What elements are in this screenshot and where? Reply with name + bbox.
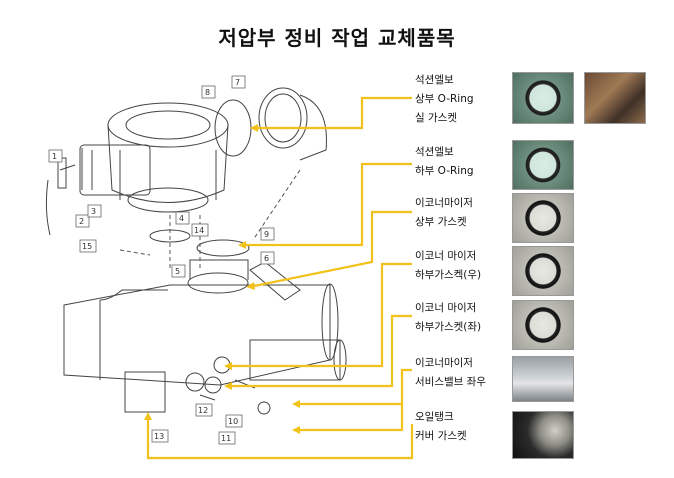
- page-title: 저압부 정비 작업 교체품목: [218, 26, 456, 50]
- callout-economizer-lower-left: 이코너 마이저 하부가스켓(좌): [415, 299, 481, 337]
- svg-text:1: 1: [52, 152, 57, 161]
- part-number-4: 4: [175, 211, 190, 225]
- left-bracket: [45, 157, 76, 236]
- callout-line: 상부 가스켓: [415, 216, 467, 228]
- o-ring-9: [196, 239, 250, 257]
- callout-line: 이코너마이저: [415, 357, 473, 369]
- technician-photo: [584, 72, 646, 124]
- o-ring-7: [214, 99, 252, 157]
- callout-oil-tank-cover: 오일탱크 커버 가스켓: [415, 408, 467, 446]
- part-number-13: 13: [151, 429, 169, 443]
- leader-line-3: [253, 210, 412, 288]
- suction-elbow: [258, 87, 327, 161]
- callout-line: 석션엘보: [415, 146, 454, 158]
- leader-line-6b: [300, 404, 404, 432]
- part-number-15: 15: [79, 239, 97, 253]
- part-number-7: 7: [231, 75, 246, 89]
- callout-line: 이코너 마이저: [415, 302, 477, 314]
- callout-line: 실 가스켓: [415, 112, 457, 124]
- svg-text:15: 15: [82, 242, 92, 251]
- svg-text:5: 5: [175, 267, 180, 276]
- svg-text:6: 6: [264, 254, 269, 263]
- gray-gasket-photo: [512, 300, 574, 350]
- leader-line-7: [146, 420, 414, 460]
- leader-line-5: [232, 314, 412, 388]
- svg-text:3: 3: [91, 207, 96, 216]
- callout-line: 하부 O-Ring: [415, 165, 474, 177]
- part-number-11: 11: [218, 431, 236, 445]
- part-number-6: 6: [260, 251, 275, 265]
- callout-suction-elbow-lower: 석션엘보 하부 O-Ring: [415, 143, 474, 181]
- part-number-9: 9: [260, 227, 275, 241]
- callout-line: 커버 가스켓: [415, 430, 467, 442]
- callout-economizer-upper: 이코너마이저 상부 가스켓: [415, 194, 473, 232]
- lower-components: [124, 356, 271, 415]
- svg-text:13: 13: [154, 432, 164, 441]
- leader-line-2: [246, 162, 412, 247]
- callout-line: 이코너마이저: [415, 197, 473, 209]
- part-number-14: 14: [191, 223, 209, 237]
- svg-text:10: 10: [228, 417, 238, 426]
- leader-line-4: [232, 262, 412, 368]
- callout-line: 이코너 마이저: [415, 250, 477, 262]
- svg-text:12: 12: [198, 406, 208, 415]
- economizer-body: [63, 259, 347, 386]
- svg-text:11: 11: [221, 434, 231, 443]
- part-number-2: 2: [75, 214, 90, 228]
- callout-economizer-lower-right: 이코너 마이저 하부가스켁(우): [415, 247, 481, 285]
- part-number-3: 3: [87, 204, 102, 218]
- callout-line: 오일탱크: [415, 411, 454, 423]
- part-number-1: 1: [48, 149, 63, 163]
- callout-line: 하부가스켁(우): [415, 269, 482, 281]
- callout-economizer-service-valve: 이코너마이저 서비스밸브 좌우: [415, 354, 486, 392]
- svg-text:4: 4: [179, 214, 184, 223]
- callout-line: 하부가스켓(좌): [415, 321, 482, 333]
- svg-text:9: 9: [264, 230, 269, 239]
- callout-line: 서비스밸브 좌우: [415, 376, 486, 388]
- leader-line-1: [258, 96, 412, 130]
- svg-text:2: 2: [79, 217, 84, 226]
- callout-line: 석션엘보: [415, 74, 454, 86]
- part-number-12: 12: [195, 403, 213, 417]
- part-number-10: 10: [225, 414, 243, 428]
- part-number-8: 8: [201, 85, 216, 99]
- oil-tank-photo: [512, 411, 574, 459]
- compressor-housing: [79, 102, 229, 213]
- leader-line-6: [300, 368, 412, 406]
- svg-text:8: 8: [205, 88, 210, 97]
- svg-text:7: 7: [235, 78, 240, 87]
- green-gasket-photo: [512, 72, 574, 124]
- callout-line: 상부 O-Ring: [415, 93, 474, 105]
- service-valve-photo: [512, 356, 574, 402]
- part-number-5: 5: [171, 264, 186, 278]
- svg-text:14: 14: [194, 226, 204, 235]
- gray-gasket-photo: [512, 246, 574, 296]
- gray-gasket-photo: [512, 193, 574, 243]
- callout-suction-elbow-upper: 석션엘보 상부 O-Ring 실 가스켓: [415, 71, 474, 128]
- green-gasket-photo: [512, 140, 574, 190]
